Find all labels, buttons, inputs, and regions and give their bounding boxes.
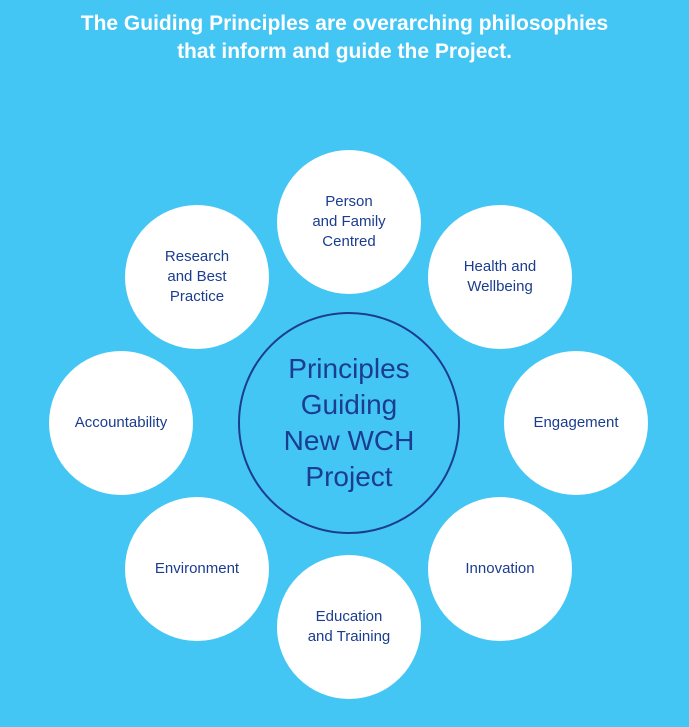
center-circle: Principles Guiding New WCH Project <box>238 312 460 534</box>
principle-accountability: Accountability <box>49 351 193 495</box>
principle-label: Environment <box>154 560 240 577</box>
principle-label: Innovation <box>465 560 535 577</box>
principle-innovation: Innovation <box>428 497 572 641</box>
center-label: Principles Guiding New WCH Project <box>283 353 415 492</box>
principle-engagement: Engagement <box>504 351 648 495</box>
principle-label: Accountability <box>74 414 168 431</box>
page-title-line-2: that inform and guide the Project. <box>177 40 512 63</box>
principle-label: Education and Training <box>307 608 391 645</box>
principle-label: Research and Best Practice <box>164 248 230 305</box>
page-title-line-1: The Guiding Principles are overarching p… <box>80 12 609 35</box>
principle-person-family-centred: Person and Family Centred <box>277 150 421 294</box>
page-title: The Guiding Principles are overarching p… <box>0 10 689 66</box>
principle-environment: Environment <box>125 497 269 641</box>
principle-education-training: Education and Training <box>277 555 421 699</box>
principle-label: Person and Family Centred <box>312 193 386 250</box>
principle-label: Health and Wellbeing <box>463 258 537 295</box>
principle-health-wellbeing: Health and Wellbeing <box>428 205 572 349</box>
principle-research-best-practice: Research and Best Practice <box>125 205 269 349</box>
principle-label: Engagement <box>533 414 619 431</box>
